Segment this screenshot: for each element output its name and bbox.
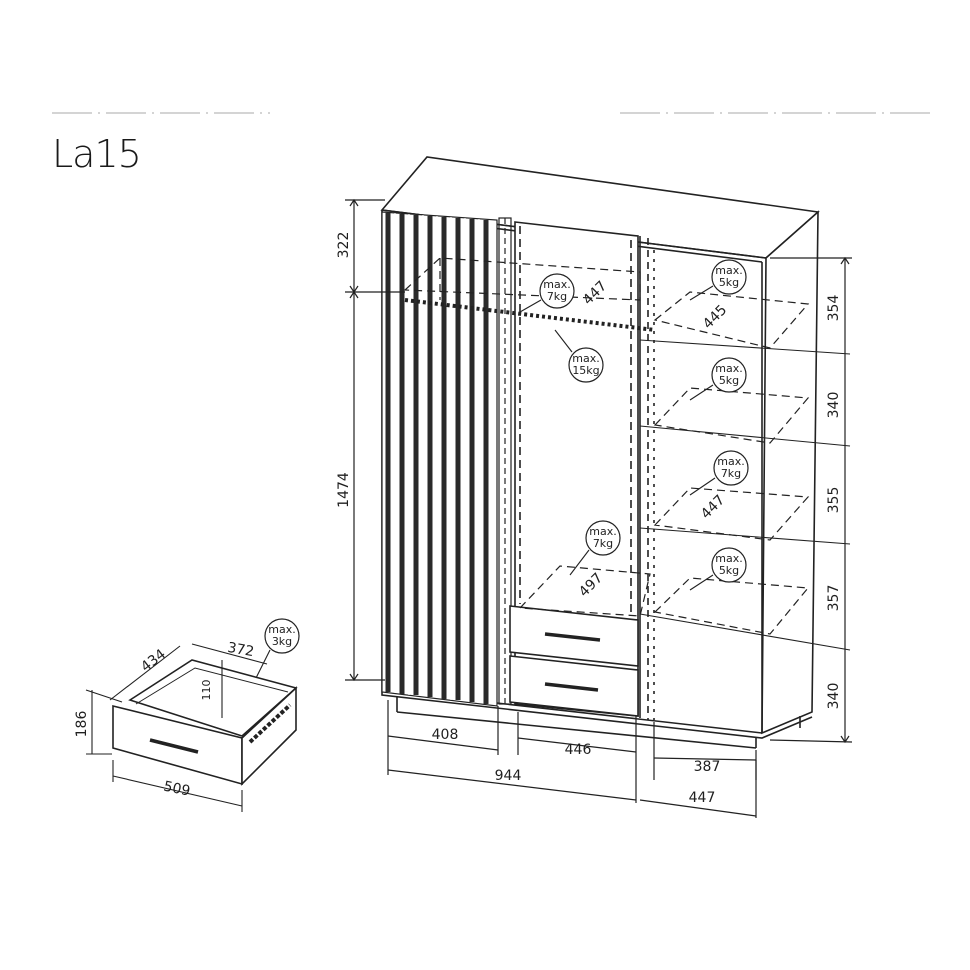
- dim-drawer-depth: 434: [138, 646, 169, 675]
- dim-drawer-width: 509: [162, 778, 191, 799]
- load-right-3-kg: 7kg: [721, 467, 741, 480]
- dim-right-shelf-depth-mid: 447: [698, 492, 728, 522]
- load-drawer-max: max.: [268, 623, 295, 636]
- load-top-shelf-max: max.: [543, 278, 570, 291]
- dim-shelf-3: 355: [826, 487, 842, 514]
- load-middle-shelf-circle: [585, 520, 621, 556]
- load-drawer-circle: [264, 618, 300, 654]
- model-title: La15: [52, 132, 142, 176]
- load-right-4-max: max.: [715, 552, 742, 565]
- middle-drawers: [509, 605, 639, 717]
- dim-right-width: 387: [694, 759, 721, 775]
- load-right-4-kg: 5kg: [719, 564, 739, 577]
- slatted-door: [381, 211, 498, 707]
- load-drawer-kg: 3kg: [272, 635, 292, 648]
- dim-top-section: 322: [336, 232, 352, 259]
- load-middle-shelf-kg: 7kg: [593, 537, 613, 550]
- dim-depth: 447: [689, 790, 716, 806]
- level-lines: [639, 339, 851, 651]
- dim-drawer-height: 186: [74, 711, 90, 738]
- dim-shelf-1: 354: [826, 295, 842, 322]
- load-right-2-max: max.: [715, 362, 742, 375]
- load-labels: max. 7kg max. 15kg max. 5kg max. 5kg max…: [268, 264, 744, 648]
- load-right-2-kg: 5kg: [719, 374, 739, 387]
- door-slats: [385, 213, 489, 704]
- loose-drawer: [112, 659, 298, 786]
- dim-right-shelf-depth-top: 445: [700, 302, 730, 332]
- load-rod-kg: 15kg: [572, 364, 599, 377]
- dim-drawer-inner-width: 372: [226, 640, 255, 660]
- dim-shelf-4: 357: [826, 585, 842, 612]
- load-right-2-circle: [711, 357, 747, 393]
- load-rod-max: max.: [572, 352, 599, 365]
- drawer-dimension-lines: [85, 643, 268, 812]
- dim-hanging-height: 1474: [336, 472, 352, 508]
- dim-total-width: 944: [495, 768, 522, 784]
- dim-shelf-5: 340: [826, 683, 842, 710]
- load-top-shelf-kg: 7kg: [547, 290, 567, 303]
- load-right-3-max: max.: [717, 455, 744, 468]
- load-circles: [264, 259, 749, 654]
- load-right-1-circle: [711, 259, 747, 295]
- load-rod-circle: [568, 347, 604, 383]
- middle-shelf: [518, 565, 651, 617]
- load-top-shelf-circle: [539, 273, 575, 309]
- load-right-1-max: max.: [715, 264, 742, 277]
- load-right-4-circle: [711, 547, 747, 583]
- dim-middle-width: 446: [565, 742, 592, 758]
- right-dimension-lines: [769, 256, 853, 744]
- hinge-strip: [498, 217, 512, 705]
- dim-shelf-2: 340: [826, 392, 842, 419]
- left-dimension-lines: [345, 198, 405, 682]
- load-right-3-circle: [713, 450, 749, 486]
- dim-drawer-inner-height: 110: [200, 680, 213, 701]
- bottom-dimension-lines: [387, 700, 757, 818]
- load-right-1-kg: 5kg: [719, 276, 739, 289]
- right-column: [639, 236, 655, 720]
- dim-left-width: 408: [432, 727, 459, 743]
- load-middle-shelf-max: max.: [589, 525, 616, 538]
